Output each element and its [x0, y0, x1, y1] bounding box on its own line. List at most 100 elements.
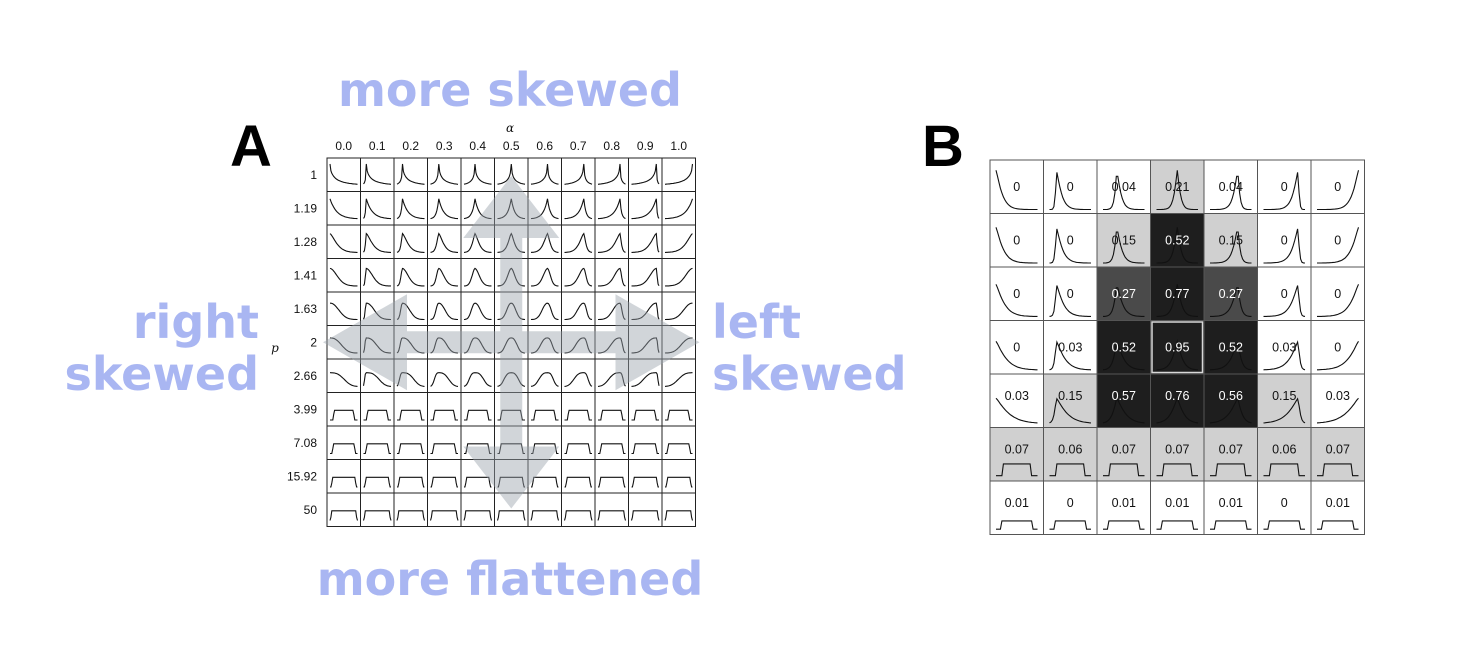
panel-b-curve	[1156, 284, 1198, 317]
panel-b-cell-value: 0	[1281, 496, 1288, 510]
panel-a-curve	[564, 198, 593, 220]
panel-a-cell	[393, 392, 428, 427]
panel-a-curve	[564, 163, 593, 185]
panel-a-cell	[427, 224, 462, 259]
panel-b-cell	[1310, 480, 1365, 535]
panel-a-cell	[628, 492, 663, 527]
panel-b-curve	[1102, 399, 1145, 424]
panel-b-cell-value: 0.27	[1219, 287, 1243, 301]
panel-a-cell	[594, 224, 629, 259]
panel-a-cell	[527, 291, 562, 326]
panel-b-cell-value: 0	[1281, 287, 1288, 301]
panel-a-curve	[363, 232, 391, 253]
panel-a-cell	[661, 392, 696, 427]
panel-b-cell-value: 0	[1281, 233, 1288, 247]
panel-a-curve	[665, 302, 693, 321]
panel-b-curve	[1156, 339, 1199, 371]
arrow-up-icon	[463, 176, 560, 238]
panel-b-cell	[1257, 213, 1312, 268]
panel-a-cell	[460, 157, 495, 192]
panel-a-curve	[396, 232, 425, 253]
panel-b-curve	[995, 397, 1038, 424]
panel-a-cell	[326, 425, 361, 460]
panel-b-cell-value: 0.07	[1165, 443, 1189, 457]
panel-b-curve	[1209, 343, 1252, 371]
panel-b-cell	[1257, 480, 1312, 535]
panel-b-curve	[1049, 285, 1091, 317]
panel-b-cell	[1150, 320, 1205, 375]
panel-a-cell	[527, 358, 562, 393]
panel-b-cell-value: 0.01	[1112, 496, 1136, 510]
panel-b-cell	[1310, 266, 1365, 321]
panel-a-curve	[330, 476, 358, 488]
panel-a-cell	[561, 492, 596, 527]
panel-a-cell	[427, 392, 462, 427]
panel-a-cell	[561, 191, 596, 226]
panel-b-curve	[1263, 228, 1306, 264]
panel-b-cell-value: 0.56	[1219, 389, 1243, 403]
alpha-tick-label: 0.4	[469, 139, 486, 153]
panel-a-cell	[661, 358, 696, 393]
panel-b-curve	[1263, 397, 1306, 424]
panel-a-curve	[530, 372, 559, 387]
panel-a-curve	[329, 267, 358, 287]
panel-b-cell-value: 0	[1067, 233, 1074, 247]
p-tick-label: 50	[304, 503, 318, 517]
panel-b-curve	[1103, 463, 1145, 477]
panel-a-cell	[326, 224, 361, 259]
alpha-tick-label: 0.0	[335, 139, 352, 153]
p-tick-label: 1	[310, 168, 317, 182]
panel-b-cell	[1203, 427, 1258, 482]
panel-a-cell	[360, 492, 395, 527]
panel-b-cell-value: 0.07	[1326, 443, 1350, 457]
panel-a-cell	[326, 358, 361, 393]
panel-b-curve	[1049, 228, 1091, 264]
panel-b-cell	[1150, 159, 1205, 214]
direction-arrows	[323, 176, 700, 509]
panel-a-curve	[329, 198, 358, 220]
panel-a-curve	[598, 232, 626, 253]
panel-a-cell	[427, 191, 462, 226]
panel-b-cell-value: 0.15	[1058, 389, 1082, 403]
panel-b-cell-value: 0	[1334, 233, 1341, 247]
p-tick-label: 1.41	[294, 268, 318, 282]
panel-a-curve	[598, 302, 626, 321]
panel-a-curve	[597, 372, 626, 387]
panel-b-curve	[1210, 231, 1252, 264]
panel-a-curve	[396, 163, 425, 185]
panel-a-curve	[496, 510, 526, 521]
panel-a-curve	[665, 409, 693, 421]
panel-a-cell	[326, 392, 361, 427]
panel-a-curve	[664, 267, 693, 287]
panel-a-curve	[597, 510, 627, 521]
panel-a-curve	[598, 409, 626, 421]
panel-a-curve	[564, 443, 592, 455]
panel-b-curve	[1156, 170, 1198, 211]
panel-a-cell	[661, 291, 696, 326]
panel-a-cell	[326, 258, 361, 293]
panel-b-cell-value: 0.07	[1112, 443, 1136, 457]
panel-a-cell	[393, 459, 428, 494]
panel-a-curve	[530, 232, 559, 253]
alpha-tick-label: 0.5	[503, 139, 520, 153]
panel-a-cell	[628, 392, 663, 427]
panel-b-cell-value: 0	[1067, 180, 1074, 194]
panel-b-cell-value: 0.01	[1005, 496, 1029, 510]
panel-b-cell	[1310, 427, 1365, 482]
panel-a-curve	[396, 510, 426, 521]
panel-b-cell-value: 0.57	[1112, 389, 1136, 403]
panel-b-cell	[1043, 427, 1098, 482]
panel-a-curve	[530, 267, 559, 287]
panel-a-curve	[530, 510, 560, 521]
label-right-skewed: skewed	[64, 347, 259, 401]
panel-b-cell	[1203, 320, 1258, 375]
label-right: right	[133, 295, 259, 349]
panel-a-cell	[561, 258, 596, 293]
panel-a-curve	[598, 198, 626, 220]
panel-a-curve	[430, 337, 459, 354]
panel-b-curve	[1049, 520, 1091, 530]
panel-a-cell	[594, 258, 629, 293]
panel-b-cell-value: 0.04	[1112, 180, 1136, 194]
panel-a-cell	[527, 392, 562, 427]
